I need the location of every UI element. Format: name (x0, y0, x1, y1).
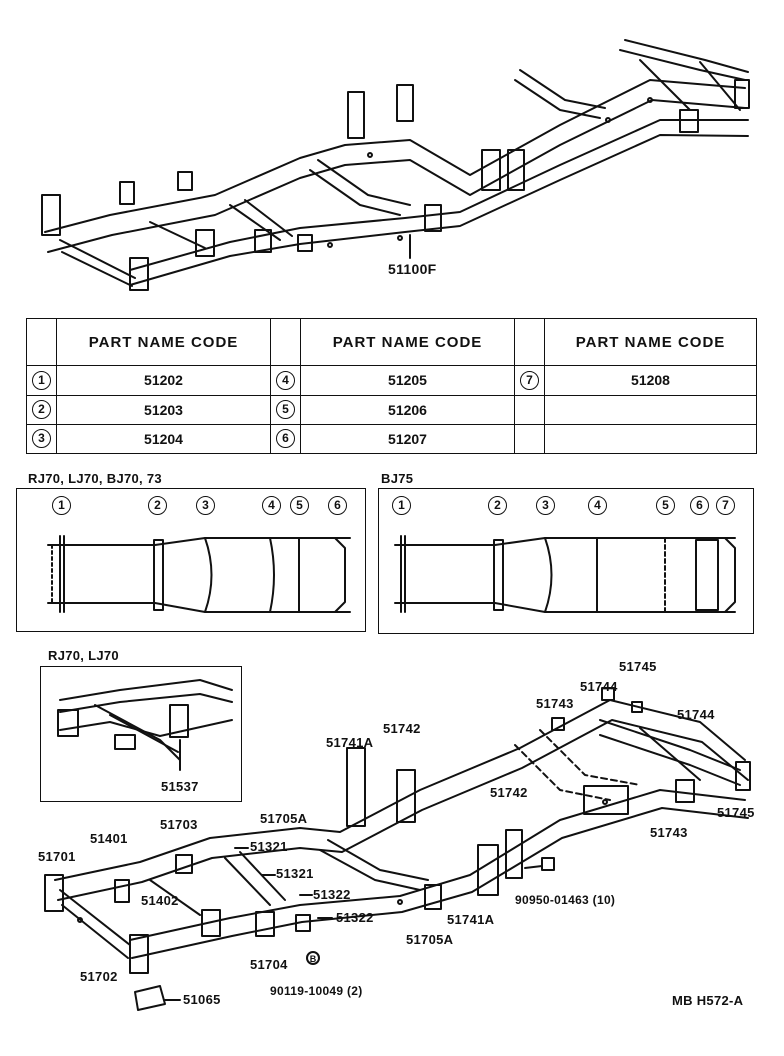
assembly-code-label: 51100F (388, 261, 437, 277)
part-label: 51741A (326, 735, 374, 750)
part-label: 51742 (490, 785, 528, 800)
marker-1: 1 (392, 496, 411, 515)
part-label: 51741A (447, 912, 495, 927)
table-cell: 51207 (300, 423, 515, 455)
marker-5: 5 (290, 496, 309, 515)
index-marker: 4 (276, 370, 295, 390)
right-panel (378, 488, 754, 634)
inset-panel (40, 666, 242, 802)
table-row: 3 51204 6 51207 (26, 423, 757, 455)
part-label: 51401 (90, 831, 128, 846)
index-marker: 2 (32, 400, 51, 420)
table-header: PART NAME CODE (544, 317, 757, 367)
inset-drawing (57, 679, 233, 771)
marker-4: 4 (262, 496, 281, 515)
part-label: 51322 (336, 910, 374, 925)
index-marker: 1 (32, 370, 51, 390)
right-panel-title: BJ75 (381, 471, 414, 486)
part-label: 51705A (260, 811, 308, 826)
table-cell: 51206 (300, 394, 515, 425)
diagram-reference: MB H572-A (672, 993, 744, 1008)
marker-2: 2 (488, 496, 507, 515)
marker-4: 4 (588, 496, 607, 515)
marker-6: 6 (328, 496, 347, 515)
table-cell (544, 423, 757, 455)
part-label: 90119-10049 (2) (270, 984, 363, 998)
marker-2: 2 (148, 496, 167, 515)
index-marker: 5 (276, 400, 295, 420)
marker-7: 7 (716, 496, 735, 515)
part-label: 51743 (536, 696, 574, 711)
marker-5: 5 (656, 496, 675, 515)
marker-3: 3 (536, 496, 555, 515)
table-header: PART NAME CODE (300, 317, 515, 367)
part-label: 51744 (677, 707, 715, 722)
table-cell: 51204 (56, 423, 271, 455)
part-label: 51537 (161, 779, 199, 794)
part-label: 51321 (250, 839, 288, 854)
left-panel (16, 488, 366, 632)
part-label: 51744 (580, 679, 618, 694)
marker-3: 3 (196, 496, 215, 515)
left-panel-schematic (47, 535, 351, 613)
table-cell: 51205 (300, 365, 515, 396)
part-label: 51704 (250, 957, 288, 972)
part-label: 51701 (38, 849, 76, 864)
part-label: 51321 (276, 866, 314, 881)
inset-title: RJ70, LJ70 (48, 648, 119, 663)
index-marker: 3 (32, 429, 51, 449)
part-label: 51743 (650, 825, 688, 840)
left-panel-title: RJ70, LJ70, BJ70, 73 (28, 471, 162, 486)
part-label: 51322 (313, 887, 351, 902)
svg-text:B: B (310, 954, 317, 964)
table-cell: 51203 (56, 394, 271, 425)
part-label: 51703 (160, 817, 198, 832)
table-cell: 51208 (544, 365, 757, 396)
part-label: 90950-01463 (10) (515, 893, 616, 907)
table-header-row: PART NAME CODE PART NAME CODE PART NAME … (26, 317, 757, 367)
index-marker: 6 (276, 429, 295, 449)
table-row: 2 51203 5 51206 (26, 394, 757, 425)
index-marker: 7 (520, 370, 539, 390)
part-label: 51702 (80, 969, 118, 984)
table-header: PART NAME CODE (56, 317, 271, 367)
top-frame-drawing (41, 39, 750, 291)
part-name-table: PART NAME CODE PART NAME CODE PART NAME … (26, 317, 757, 455)
part-label: 51065 (183, 992, 221, 1007)
bottom-frame-drawing: B (44, 687, 751, 1011)
marker-1: 1 (52, 496, 71, 515)
right-panel-schematic (394, 535, 736, 613)
table-cell: 51202 (56, 365, 271, 396)
part-label: 51705A (406, 932, 454, 947)
part-label: 51745 (619, 659, 657, 674)
part-label: 51742 (383, 721, 421, 736)
table-row: 1 51202 4 51205 7 51208 (26, 365, 757, 396)
table-cell (544, 394, 757, 425)
part-label: 51402 (141, 893, 179, 908)
part-label: 51745 (717, 805, 755, 820)
marker-6: 6 (690, 496, 709, 515)
